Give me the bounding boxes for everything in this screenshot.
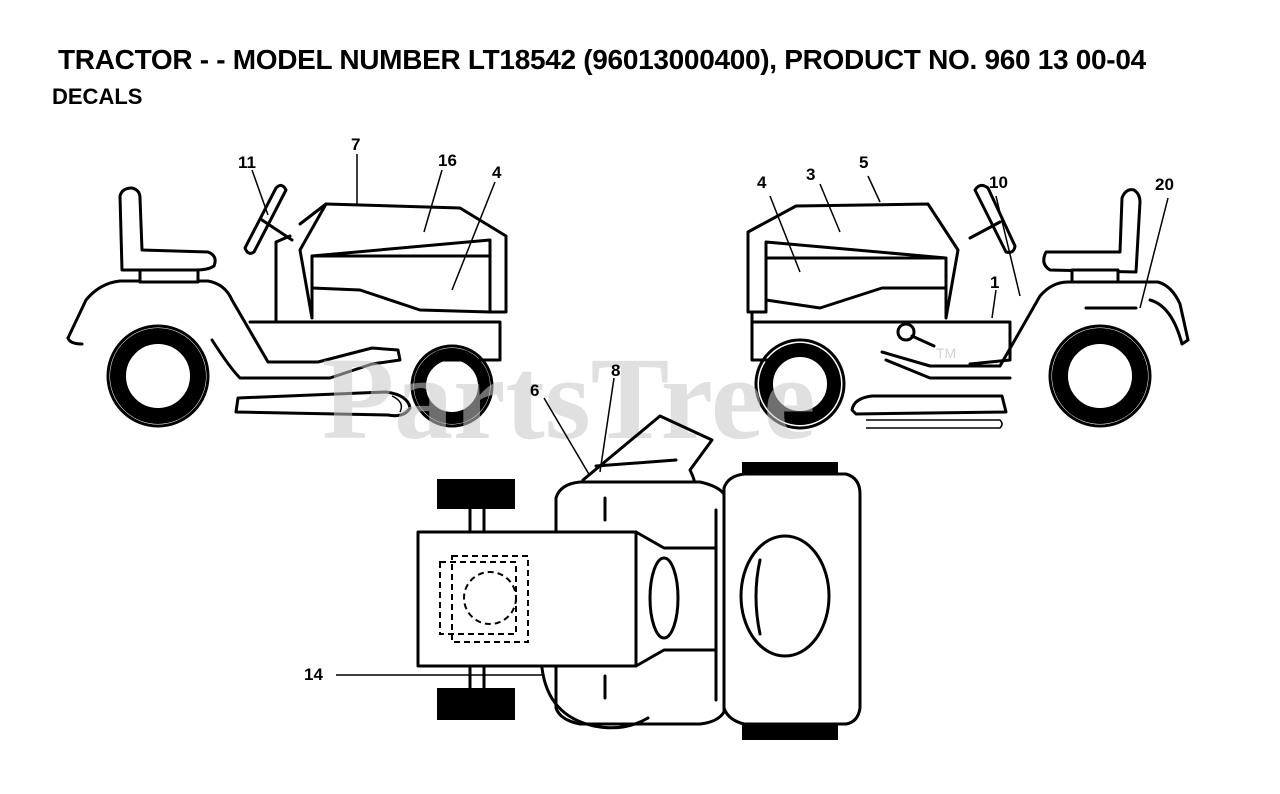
watermark-tm: TM — [936, 345, 956, 361]
left-steering-wheel — [243, 183, 288, 255]
left-rear-fender — [66, 279, 402, 380]
tractor-top-view: 6 8 14 — [304, 361, 862, 740]
callout-5: 5 — [859, 153, 868, 172]
tractor-left-side-view: 11 7 16 4 — [66, 135, 508, 428]
right-hood — [746, 202, 960, 320]
right-rear-fender — [880, 280, 1190, 368]
callout-7: 7 — [351, 135, 360, 154]
callout-10: 10 — [989, 173, 1008, 192]
top-front-wheel-upper — [437, 479, 515, 509]
right-mower-deck — [850, 394, 1008, 416]
section-subtitle: DECALS — [52, 84, 143, 109]
top-front-wheel-lower — [437, 688, 515, 720]
watermark: PartsTree — [322, 333, 816, 464]
left-hood — [298, 202, 508, 320]
callout-16: 16 — [438, 151, 457, 170]
callout-3: 3 — [806, 165, 815, 184]
top-hood — [416, 530, 638, 668]
top-rear-wheel-lower — [742, 724, 838, 740]
callout-1: 1 — [990, 273, 999, 292]
right-seat — [1042, 188, 1142, 274]
top-rear-body — [722, 472, 862, 726]
callout-20: 20 — [1155, 175, 1174, 194]
right-steering-wheel — [973, 183, 1017, 254]
callout-8: 8 — [611, 361, 620, 380]
callout-6: 6 — [530, 381, 539, 400]
callout-11: 11 — [238, 153, 256, 172]
callout-4-right: 4 — [757, 173, 767, 192]
callout-4: 4 — [492, 163, 502, 182]
tractor-right-side-view: 4 3 5 10 20 1 — [746, 153, 1190, 430]
left-seat — [118, 186, 217, 272]
callout-14: 14 — [304, 665, 323, 684]
left-mower-deck — [234, 390, 412, 418]
page-title: TRACTOR - - MODEL NUMBER LT18542 (960130… — [58, 44, 1146, 75]
